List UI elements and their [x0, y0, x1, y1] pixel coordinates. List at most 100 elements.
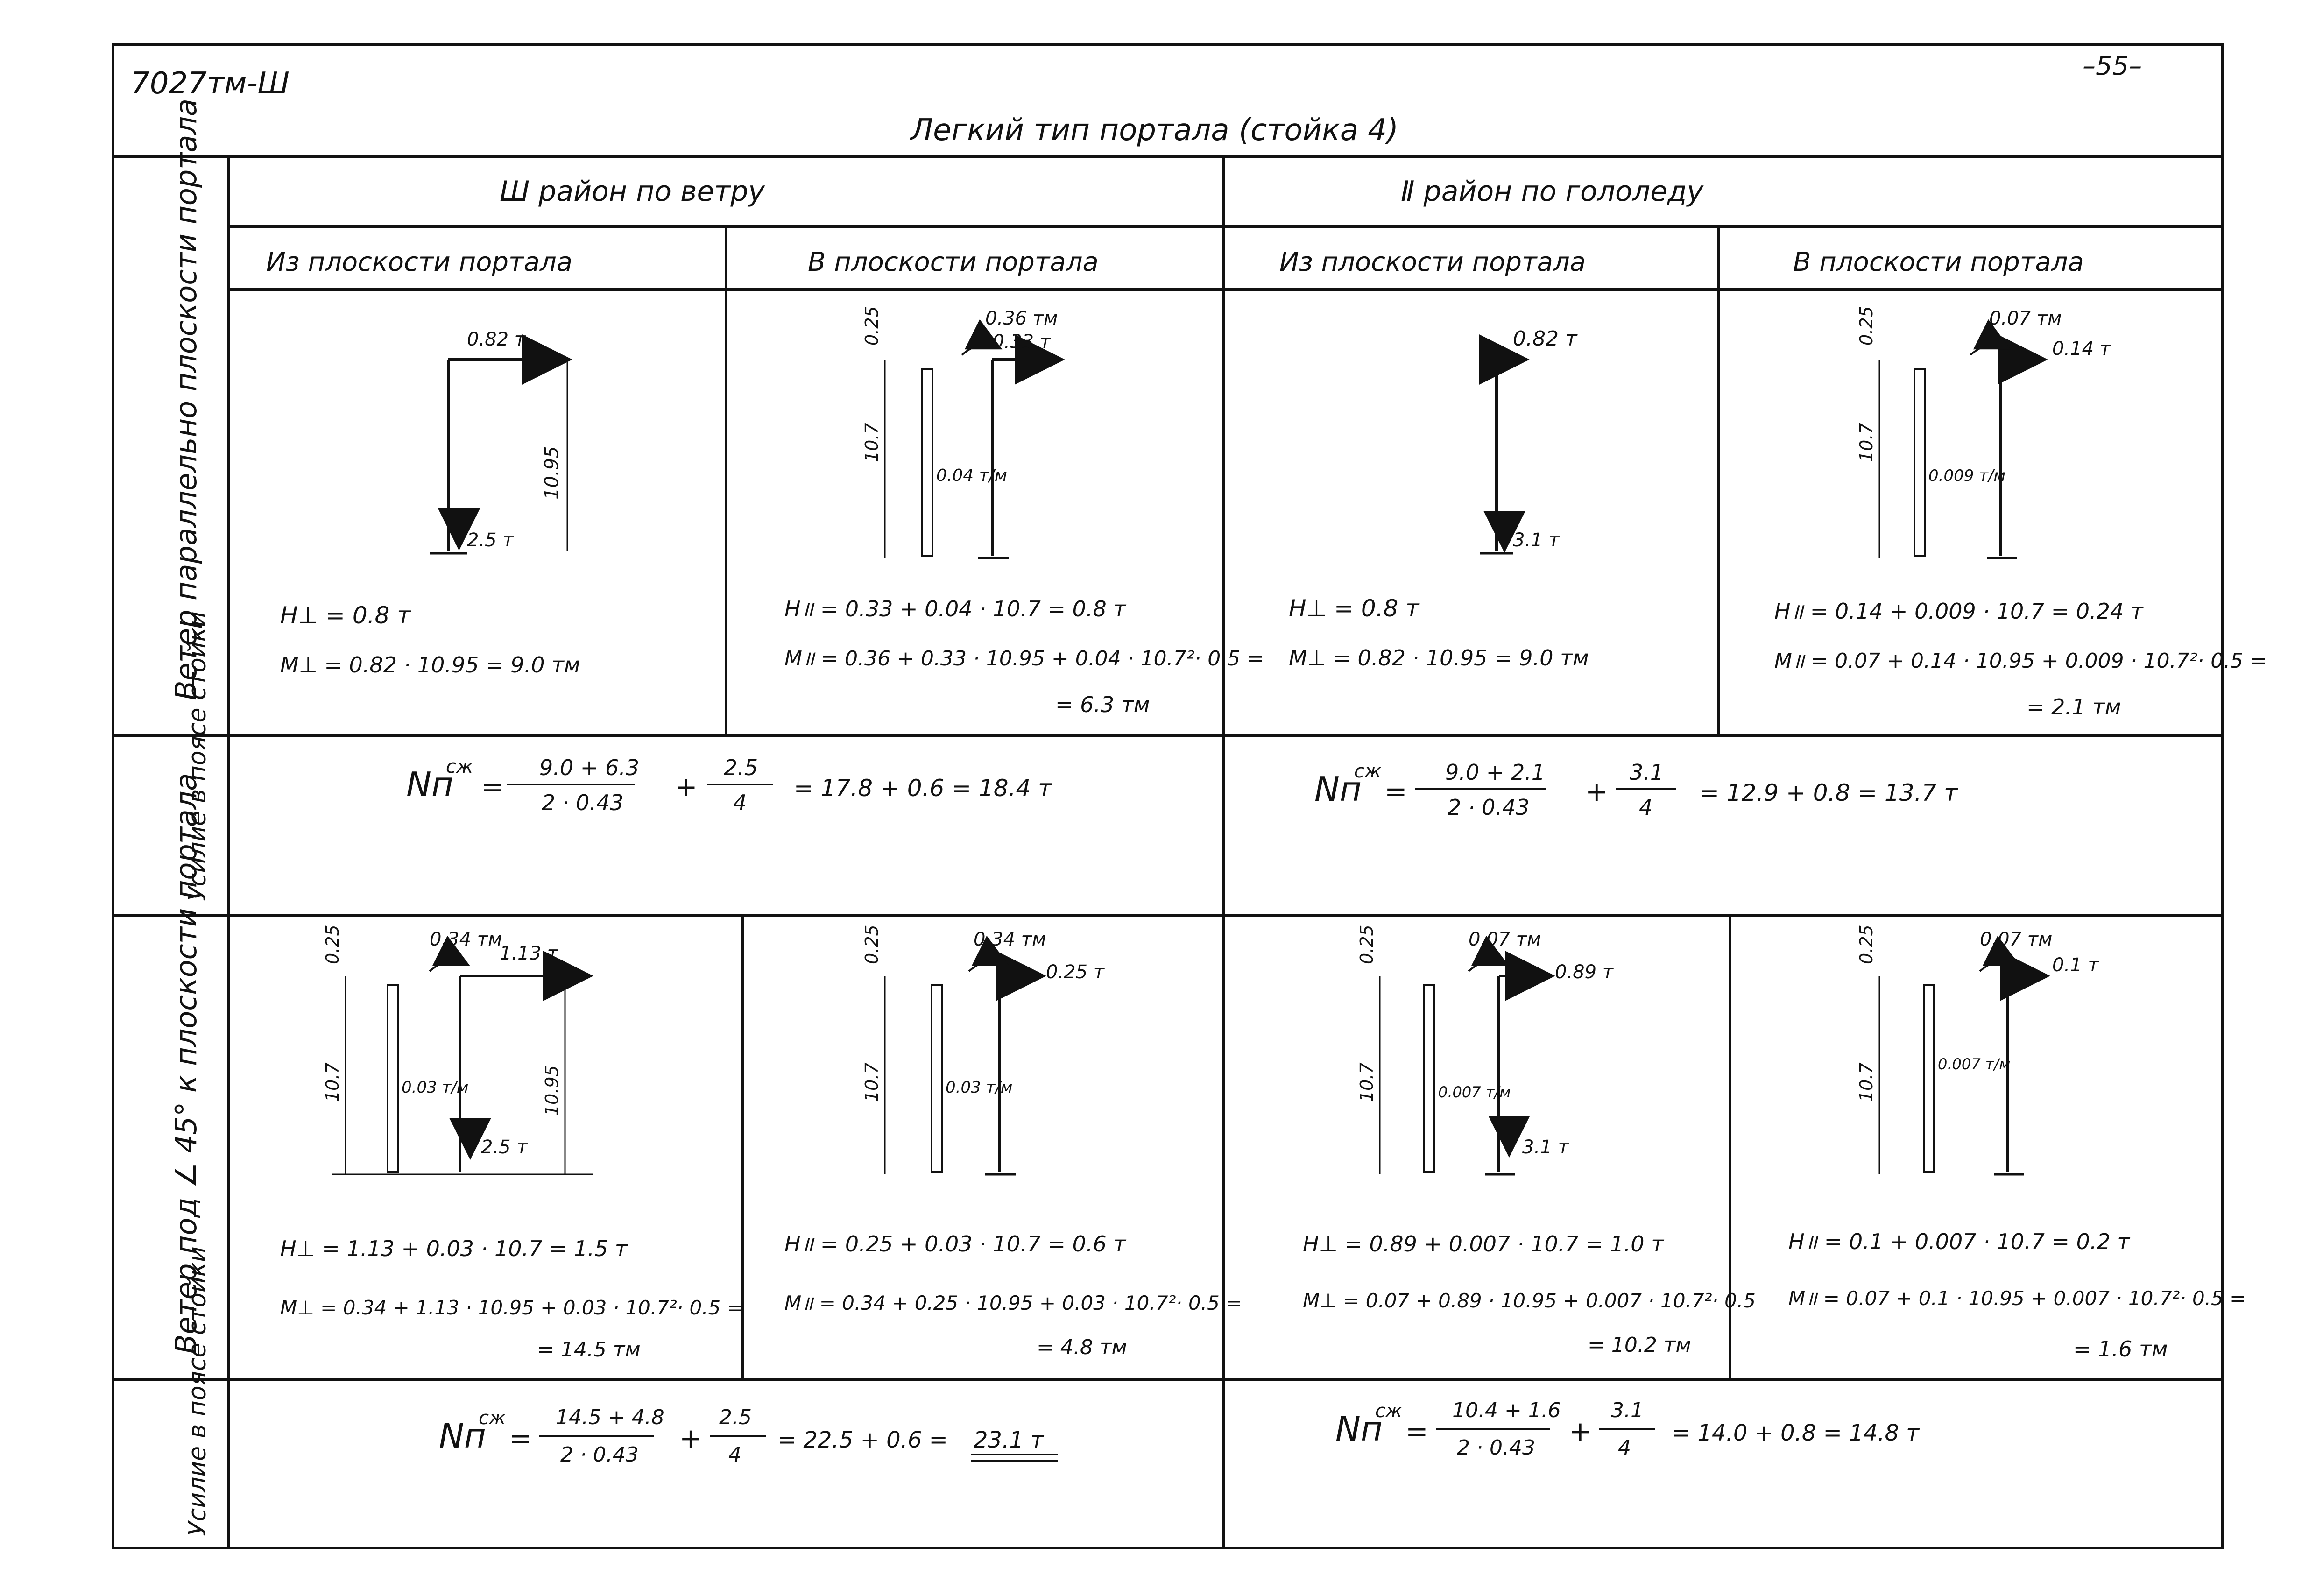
diagram-r2c4: 0.25 0.07 тм 0.1 т 10.7 0.007 т/м	[1856, 925, 2099, 1176]
moment-label: 0.07 тм	[1989, 308, 2062, 329]
height-label: 10.7	[861, 423, 882, 462]
top-dim-label: 0.25	[861, 925, 882, 964]
header-wind-district: Ш район по ветру	[500, 175, 765, 208]
header-in-plane-1: В плоскости портала	[808, 247, 1099, 277]
fraction1-denominator: 2 · 0.43	[560, 1443, 639, 1467]
diagram-r1c2: 0.25 0.36 тм 0.33 т 10.7 0.04 т/м	[861, 306, 1065, 559]
force-superscript: сж	[479, 1407, 506, 1429]
dist-load-label: 0.03 т/м	[402, 1078, 468, 1097]
diagram-r1c1: 0.82 т 10.95 2.5 т	[430, 329, 572, 555]
formula-r2c4-m: M॥ = 0.07 + 0.1 · 10.95 + 0.007 · 10.7²·…	[1788, 1287, 2246, 1310]
formula-r2c4-h: H॥ = 0.1 + 0.007 · 10.7 = 0.2 т	[1788, 1229, 2130, 1254]
height2-label: 10.95	[542, 1065, 562, 1116]
fraction1-denominator: 2 · 0.43	[1457, 1436, 1535, 1460]
height-label: 10.7	[1856, 1062, 1877, 1102]
dist-load-label: 0.03 т/м	[946, 1078, 1012, 1097]
force-formula-1-right: Nп сж = 9.0 + 2.1 2 · 0.43 + 3.1 4 = 12.…	[1314, 760, 1958, 820]
bottom-load-label: 2.5 т	[467, 530, 514, 551]
height-label: 10.7	[322, 1062, 343, 1102]
moment-label: 0.34 тм	[430, 929, 502, 950]
force-symbol: Nп	[406, 765, 453, 804]
fraction2-denominator: 4	[733, 790, 747, 815]
moment-label: 0.36 тм	[985, 308, 1058, 329]
moment-label: 0.07 тм	[1469, 929, 1541, 950]
moment-label: 0.07 тм	[1980, 929, 2052, 950]
moment-label: 0.34 тм	[974, 929, 1046, 950]
fraction1-numerator: 9.0 + 6.3	[539, 755, 639, 780]
top-load-label: 0.1 т	[2052, 954, 2099, 976]
force-formula-1-left: Nп сж = 9.0 + 6.3 2 · 0.43 + 2.5 4 = 17.…	[406, 755, 1052, 815]
force-formula-2-right: Nп сж = 10.4 + 1.6 2 · 0.43 + 3.1 4 = 14…	[1335, 1398, 1920, 1460]
force-result: = 12.9 + 0.8 = 13.7 т	[1700, 779, 1958, 806]
fraction2-denominator: 4	[728, 1443, 741, 1467]
diagram-r2c1: 0.25 0.34 тм 1.13 т 10.7 0.03 т/м 10.95 …	[322, 925, 593, 1175]
plus-sign: +	[675, 771, 698, 803]
page-title: Легкий тип портала (стойка 4)	[910, 113, 1398, 148]
height-label: 10.7	[1856, 423, 1877, 462]
formula-r1c3-m: M⊥ = 0.82 · 10.95 = 9.0 тм	[1289, 645, 1589, 671]
force-result: = 22.5 + 0.6 =	[777, 1427, 948, 1453]
top-load-label: 0.14 т	[2052, 338, 2111, 360]
fraction2-denominator: 4	[1639, 795, 1652, 820]
formula-r2c1-h: H⊥ = 1.13 + 0.03 · 10.7 = 1.5 т	[280, 1236, 628, 1261]
fraction1-numerator: 10.4 + 1.6	[1452, 1398, 1561, 1422]
fraction1-numerator: 14.5 + 4.8	[556, 1405, 664, 1429]
header-ice-district: Ⅱ район по гололеду	[1401, 175, 1704, 208]
diagram-r1c3: 0.82 т 3.1 т	[1479, 327, 1578, 555]
outer-frame	[112, 43, 2224, 1549]
formula-r1c2-m: M॥ = 0.36 + 0.33 · 10.95 + 0.04 · 10.7²·…	[784, 647, 1264, 671]
height-label: 10.7	[1356, 1062, 1377, 1102]
fraction2-numerator: 3.1	[1611, 1398, 1644, 1422]
fraction2-numerator: 2.5	[724, 755, 758, 780]
formula-r1c4-m: M॥ = 0.07 + 0.14 · 10.95 + 0.009 · 10.7²…	[1774, 649, 2267, 673]
formula-r1c2-h: H॥ = 0.33 + 0.04 · 10.7 = 0.8 т	[784, 596, 1126, 621]
equals-sign: =	[1405, 1415, 1428, 1447]
fraction1-denominator: 2 · 0.43	[542, 790, 624, 815]
diagram-r1c4: 0.25 0.07 тм 0.14 т 10.7 0.009 т/м	[1856, 306, 2111, 559]
top-load-label: 0.25 т	[1046, 961, 1105, 983]
equals-sign: =	[509, 1422, 532, 1454]
header-out-of-plane-1: Из плоскости портала	[266, 247, 572, 277]
final-result: 23.1 т	[974, 1427, 1045, 1453]
formula-r2c3-h: H⊥ = 0.89 + 0.007 · 10.7 = 1.0 т	[1303, 1231, 1664, 1257]
diagram-r2c2: 0.25 0.34 тм 0.25 т 10.7 0.03 т/м	[861, 925, 1105, 1176]
table-grid	[112, 43, 2224, 1549]
height-label: 10.95	[541, 446, 563, 500]
top-dim-label: 0.25	[1856, 306, 1877, 346]
force-formula-2-left: Nп сж = 14.5 + 4.8 2 · 0.43 + 2.5 4 = 22…	[439, 1405, 1058, 1467]
bottom-load-label: 3.1 т	[1513, 530, 1560, 551]
plus-sign: +	[1569, 1415, 1592, 1447]
formula-r1c2-m-result: = 6.3 тм	[1055, 692, 1150, 717]
lattice-strip	[921, 368, 933, 557]
row-label-force-1: Усилие в поясе стойки	[184, 611, 212, 901]
force-symbol: Nп	[1335, 1409, 1383, 1448]
top-load-label: 0.89 т	[1555, 961, 1614, 983]
diagram-r2c3: 0.25 0.07 тм 0.89 т 10.7 0.007 т/м 3.1 т	[1356, 925, 1614, 1176]
top-load-label: 0.82 т	[1513, 327, 1578, 351]
force-result: = 14.0 + 0.8 = 14.8 т	[1672, 1420, 1920, 1446]
force-symbol: Nп	[439, 1416, 486, 1455]
formula-r2c2-m: M॥ = 0.34 + 0.25 · 10.95 + 0.03 · 10.7²·…	[784, 1292, 1242, 1314]
fraction2-numerator: 2.5	[719, 1405, 752, 1429]
fraction2-numerator: 3.1	[1630, 760, 1664, 785]
fraction1-denominator: 2 · 0.43	[1448, 795, 1530, 820]
formula-r2c4-m-result: = 1.6 тм	[2073, 1336, 2168, 1362]
row-label-force-2: Усилие в поясе стойки	[184, 1246, 212, 1536]
formula-r2c2-h: H॥ = 0.25 + 0.03 · 10.7 = 0.6 т	[784, 1231, 1126, 1257]
fraction2-denominator: 4	[1618, 1436, 1631, 1460]
row-label-wind-parallel: Ветер параллельно плоскости портала	[169, 99, 203, 700]
top-load-label: 0.82 т	[467, 329, 526, 350]
formula-r1c1-m: M⊥ = 0.82 · 10.95 = 9.0 тм	[280, 652, 580, 678]
formula-r2c1-m: M⊥ = 0.34 + 1.13 · 10.95 + 0.03 · 10.7²·…	[280, 1296, 743, 1319]
top-dim-label: 0.25	[1356, 925, 1377, 964]
fraction1-numerator: 9.0 + 2.1	[1445, 760, 1545, 785]
formula-r1c3-h: H⊥ = 0.8 т	[1289, 595, 1420, 622]
formula-r2c1-m-result: = 14.5 тм	[537, 1338, 641, 1362]
dist-load-label: 0.04 т/м	[936, 466, 1007, 485]
formula-r1c4-h: H॥ = 0.14 + 0.009 · 10.7 = 0.24 т	[1774, 599, 2144, 624]
formula-r1c4-m-result: = 2.1 тм	[2027, 694, 2121, 720]
force-result: = 17.8 + 0.6 = 18.4 т	[794, 775, 1052, 802]
document-code: 7027тм-Ш	[131, 66, 290, 101]
dist-load-label: 0.007 т/м	[1938, 1055, 2010, 1073]
